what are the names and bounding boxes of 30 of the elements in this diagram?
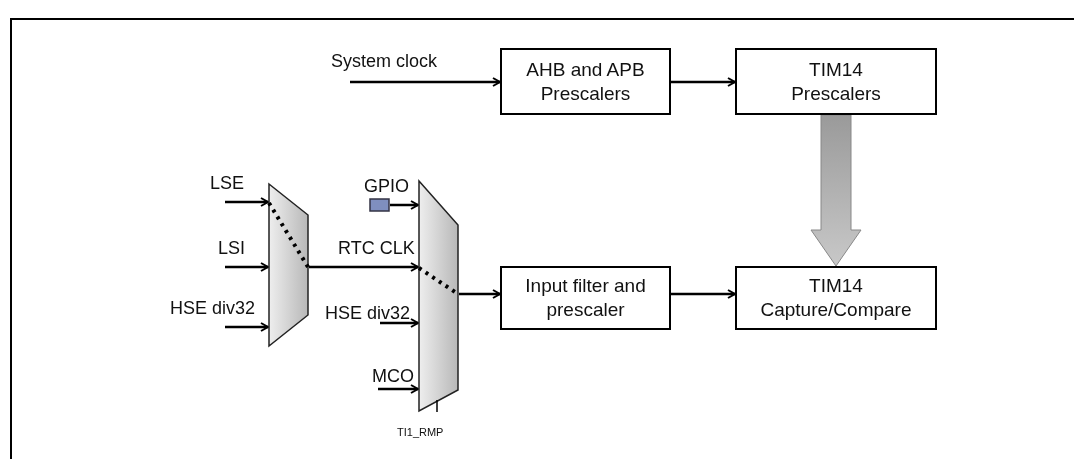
box-label: Input filter and prescaler [524, 274, 647, 322]
arrow [459, 289, 501, 299]
arrow [671, 289, 736, 299]
process-box [500, 48, 671, 115]
edge-label: System clock [331, 51, 438, 72]
edge-label: RTC CLK [338, 238, 415, 259]
edge-label: MCO [372, 366, 414, 387]
process-box [500, 266, 671, 330]
process-box [735, 266, 937, 330]
box-label: TIM14 Prescalers [790, 57, 882, 106]
signal-label: GPIO [364, 176, 409, 197]
pin-block [369, 198, 390, 212]
arrow [378, 384, 419, 394]
arrow [390, 200, 419, 210]
arrow [225, 197, 269, 207]
edge-label: HSE div32 [325, 303, 411, 324]
edge-label: LSI [218, 238, 246, 259]
arrow [350, 77, 501, 87]
arrow [225, 322, 269, 332]
signal-label: TI1_RMP [397, 426, 444, 438]
arrow [225, 262, 269, 272]
box-label: TIM14 Capture/Compare [759, 274, 913, 322]
arrow [810, 114, 862, 267]
edge-label: LSE [210, 173, 245, 194]
arrow [671, 77, 736, 87]
arrow [380, 318, 419, 328]
box-label: AHB and APB Prescalers [525, 57, 646, 106]
edge-label: HSE div32 [170, 298, 256, 319]
arrow [309, 262, 419, 272]
process-box [735, 48, 937, 115]
